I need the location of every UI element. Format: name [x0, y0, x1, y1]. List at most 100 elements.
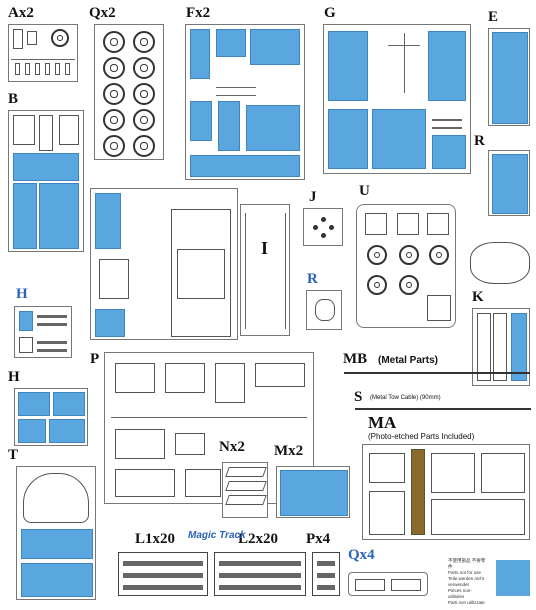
- part: [391, 579, 421, 591]
- part: [45, 63, 50, 75]
- part: [35, 63, 40, 75]
- etched-part: [431, 453, 475, 493]
- magic-track-logo: Magic Track: [188, 530, 246, 541]
- sprue-runner: [111, 417, 307, 418]
- sprue-label-px: Px4: [306, 531, 331, 547]
- track-links-px: [312, 552, 340, 596]
- part: [225, 467, 267, 477]
- mb-note: (Metal Parts): [378, 355, 439, 366]
- sprue-runner: [11, 59, 75, 60]
- part: [429, 245, 449, 265]
- legend-text: 不使用部品 不要零件 Parts not for use Teile werde…: [448, 558, 488, 606]
- sprue-f: [185, 24, 305, 180]
- sprue-runner: [388, 45, 420, 46]
- sprue-r-top: [488, 150, 530, 216]
- part: [51, 29, 69, 47]
- sprue-label-k: K: [472, 289, 484, 305]
- sprue-q: [94, 24, 164, 160]
- unused-part: [39, 183, 79, 249]
- sprue-runner: [245, 213, 246, 329]
- etched-part: [431, 499, 525, 535]
- turret-part: [23, 473, 89, 523]
- sprue-c: [90, 188, 238, 340]
- part: [367, 275, 387, 295]
- sprue-label-f: Fx2: [186, 5, 211, 21]
- part: [255, 363, 305, 387]
- unused-part: [246, 105, 300, 151]
- sprue-m: [276, 466, 350, 518]
- road-wheel: [133, 57, 155, 79]
- sprue-runner: [285, 213, 286, 329]
- part: [15, 63, 20, 75]
- unused-part: [328, 109, 368, 169]
- sprue-label-q: Qx2: [89, 5, 116, 21]
- unused-part: [190, 155, 300, 177]
- unused-part: [190, 101, 212, 141]
- sprue-t: [16, 466, 96, 600]
- unused-part: [18, 419, 46, 443]
- legend-line: Parts not for use: [448, 570, 482, 575]
- legend-line: 不使用部品 不要零件: [448, 558, 486, 569]
- sprue-label-j: J: [309, 189, 317, 205]
- unused-part: [511, 313, 527, 381]
- sprue-p: [104, 352, 314, 504]
- sprue-label-r-top: R: [474, 133, 485, 149]
- hull-part: [177, 249, 225, 299]
- part: [39, 115, 53, 151]
- unused-part: [95, 193, 121, 249]
- road-wheel: [103, 135, 125, 157]
- track-link: [317, 573, 335, 578]
- part: [13, 115, 35, 145]
- sprue-i: I: [240, 204, 290, 336]
- hatch-part: [470, 242, 530, 284]
- sprue-qx4: [348, 572, 428, 596]
- metal-rod: [344, 372, 530, 374]
- sprue-label-b: B: [8, 91, 19, 107]
- tow-cable: [355, 408, 531, 410]
- part: [367, 245, 387, 265]
- part: [99, 259, 129, 299]
- sprue-j: [303, 208, 343, 246]
- etched-part: [369, 453, 405, 483]
- sprue-label-r-mid: R: [307, 271, 318, 287]
- unused-part: [216, 29, 246, 57]
- etched-part: [369, 491, 405, 535]
- sprue-label-u: U: [359, 183, 370, 199]
- sprue-label-n: Nx2: [219, 439, 245, 455]
- unused-part: [428, 31, 466, 101]
- sprue-runner: [216, 87, 256, 88]
- part: [399, 245, 419, 265]
- road-wheel: [103, 83, 125, 105]
- part: [27, 31, 37, 45]
- unused-part: [372, 109, 426, 169]
- sprue-runner: [432, 119, 462, 121]
- sprue-h-top: [14, 306, 72, 358]
- part: [59, 115, 79, 145]
- sprue-label-h-blue: H: [16, 286, 28, 302]
- part: [365, 213, 387, 235]
- track-link: [219, 585, 301, 590]
- sprue-runner: [216, 95, 256, 96]
- unused-part: [21, 529, 93, 559]
- sprue-label-ma: MA: [368, 413, 397, 432]
- track-link: [219, 561, 301, 566]
- sprue-label-m: Mx2: [274, 443, 304, 459]
- track-link: [123, 573, 203, 578]
- unused-part: [21, 563, 93, 597]
- part: [65, 63, 70, 75]
- unused-part: [250, 29, 300, 65]
- part: [225, 481, 267, 491]
- sprue-label-l2: L2x20: [238, 531, 279, 547]
- part: [329, 225, 334, 230]
- track-link: [123, 561, 203, 566]
- sprue-a: [8, 24, 78, 82]
- part: [427, 213, 449, 235]
- part: [313, 225, 318, 230]
- unused-part: [432, 135, 466, 169]
- unused-part: [492, 154, 528, 214]
- sprue-label-i: I: [261, 238, 269, 258]
- s-note: (Metal Tow Cable) (90mm): [370, 395, 441, 401]
- sprue-runner: [37, 341, 67, 344]
- sprue-label-e: E: [488, 9, 499, 25]
- part: [225, 495, 267, 505]
